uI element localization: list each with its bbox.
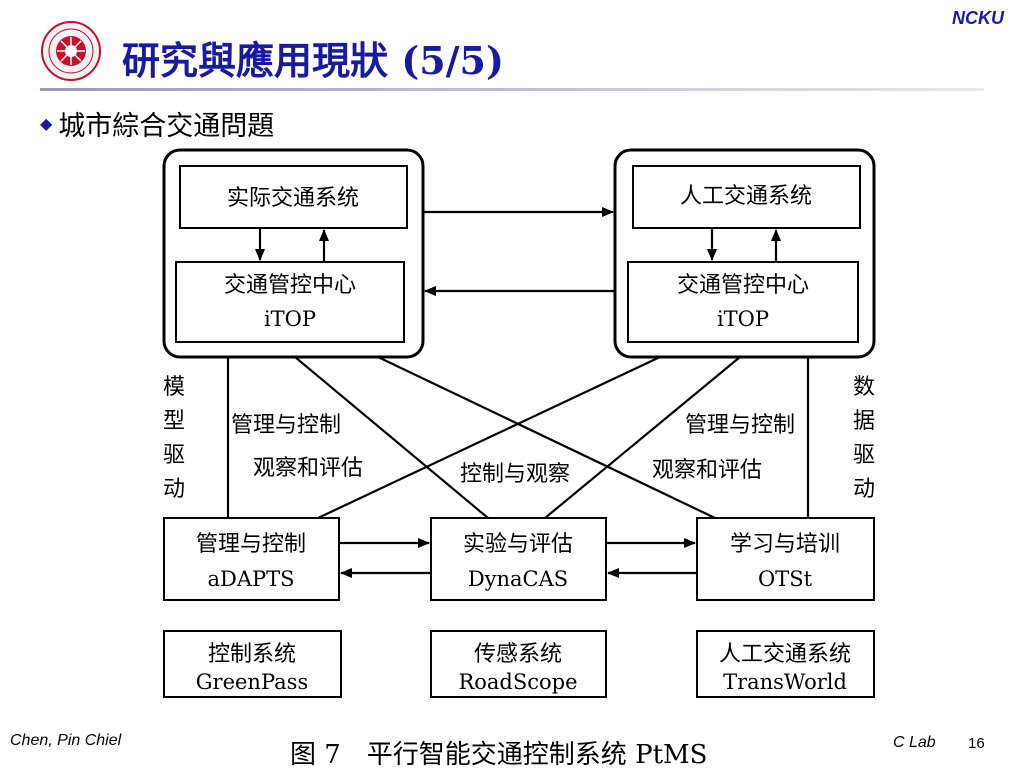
middle-experiment-label: 实验与评估: [463, 532, 573, 557]
real-center-label: 交通管控中心: [224, 273, 356, 298]
bottom-sensing-label: 传感系统: [474, 642, 562, 667]
edge-label-right-mgmt: 管理与控制: [685, 413, 795, 438]
edge-label-right-obs: 观察和评估: [652, 458, 762, 483]
figure-caption: 图 7 平行智能交通控制系统 PtMS: [290, 740, 708, 770]
bottom-control-sub: GreenPass: [196, 670, 308, 694]
real-center-sub: iTOP: [264, 307, 316, 331]
bottom-box-sensing: [430, 630, 607, 698]
side-left-2: 型: [163, 409, 185, 434]
middle-box-training: [696, 517, 875, 601]
connector-artificial-to-experiment: [544, 356, 741, 519]
university-seal-icon: [40, 20, 102, 82]
side-left-3: 驱: [163, 443, 185, 468]
bullet-item: ◆ 城市綜合交通問題: [40, 104, 274, 143]
edge-label-left-mgmt: 管理与控制: [231, 413, 341, 438]
side-right-3: 驱: [853, 443, 875, 468]
real-system-box: [179, 165, 408, 229]
diamond-bullet-icon: ◆: [40, 114, 53, 133]
page-number: 16: [968, 735, 985, 752]
brand-label: NCKU: [952, 8, 1004, 28]
artificial-center-label: 交通管控中心: [677, 273, 809, 298]
bottom-box-artificial: [696, 630, 875, 698]
real-center-box: [175, 261, 405, 343]
side-right-1: 数: [853, 375, 875, 400]
bottom-control-label: 控制系统: [208, 642, 296, 667]
side-left-4: 动: [163, 477, 185, 502]
side-left-1: 模: [163, 375, 185, 400]
side-right-2: 据: [853, 409, 875, 434]
artificial-system-box: [632, 165, 861, 229]
bottom-artificial-label: 人工交通系统: [719, 642, 851, 667]
artificial-center-sub: iTOP: [717, 307, 769, 331]
real-system-title: 实际交通系统: [227, 186, 359, 211]
connector-real-to-experiment: [294, 356, 489, 519]
bullet-text: 城市綜合交通問題: [58, 111, 275, 142]
middle-box-experiment: [430, 517, 607, 601]
bottom-sensing-sub: RoadScope: [458, 670, 577, 694]
footer-lab: C Lab: [893, 734, 936, 751]
connector-real-to-training: [377, 356, 716, 519]
footer-author: Chen, Pin Chiel: [10, 732, 122, 749]
bottom-box-control: [163, 630, 342, 698]
middle-mgmt-label: 管理与控制: [196, 532, 306, 557]
bottom-artificial-sub: TransWorld: [723, 670, 847, 694]
edge-label-center: 控制与观察: [460, 462, 570, 487]
title-divider: [40, 88, 984, 91]
middle-training-label: 学习与培训: [730, 532, 840, 557]
side-right-4: 动: [853, 477, 875, 502]
connector-artificial-to-mgmt: [317, 356, 661, 519]
artificial-system-title: 人工交通系统: [680, 184, 812, 209]
middle-mgmt-sub: aDAPTS: [207, 567, 294, 591]
middle-box-mgmt: [163, 517, 340, 601]
page-title: 研究與應用現狀 (5/5): [122, 38, 504, 83]
middle-training-sub: OTSt: [758, 567, 813, 591]
edge-label-left-obs: 观察和评估: [253, 456, 363, 481]
artificial-center-box: [627, 261, 859, 343]
middle-experiment-sub: DynaCAS: [468, 567, 568, 591]
